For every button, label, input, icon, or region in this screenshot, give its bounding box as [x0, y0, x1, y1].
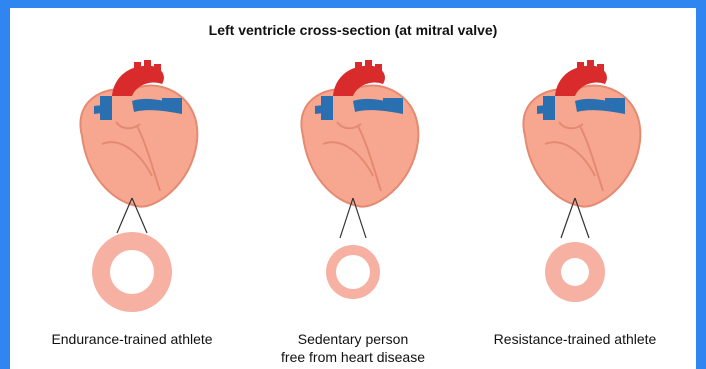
panel-caption: Sedentary person free from heart disease: [243, 330, 463, 366]
caption-line: free from heart disease: [243, 348, 463, 366]
cross-section-graphic: [243, 188, 463, 328]
cross-section-graphic: [465, 188, 685, 328]
caption-line: Sedentary person: [243, 330, 463, 348]
panel-resistance: Resistance-trained athlete: [465, 8, 685, 369]
caption-line: Resistance-trained athlete: [465, 330, 685, 348]
panel-caption: Resistance-trained athlete: [465, 330, 685, 348]
panel-sedentary: Sedentary person free from heart disease: [243, 8, 463, 369]
panel-caption: Endurance-trained athlete: [22, 330, 242, 348]
panel-endurance: Endurance-trained athlete: [22, 8, 242, 369]
cross-section-graphic: [22, 188, 242, 328]
diagram-frame: Left ventricle cross-section (at mitral …: [10, 8, 696, 369]
caption-line: Endurance-trained athlete: [22, 330, 242, 348]
